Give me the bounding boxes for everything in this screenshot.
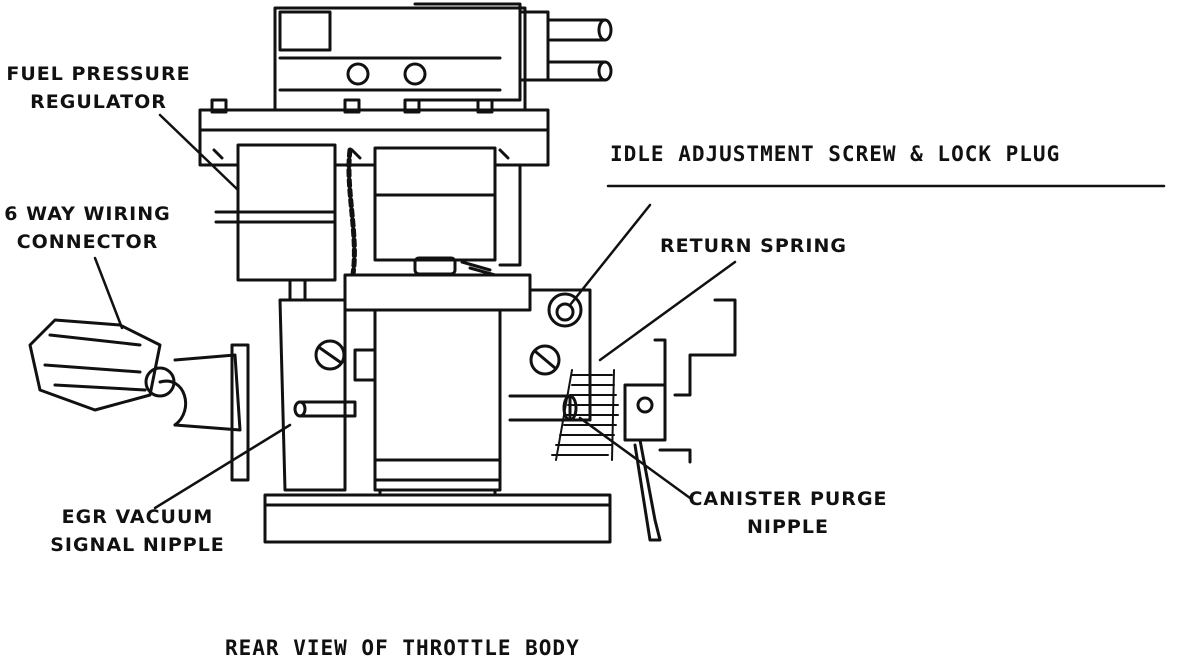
label-fuel-pressure-regulator: FUEL PRESSURE REGULATOR — [6, 60, 191, 116]
wiring-connector — [28, 318, 250, 482]
egr-nipple-drawing — [293, 400, 357, 418]
leader-lines — [93, 113, 1166, 510]
diagram-caption: REAR VIEW OF THROTTLE BODY — [225, 636, 580, 660]
injector-block — [346, 146, 522, 283]
label-line: SIGNAL NIPPLE — [50, 534, 225, 556]
label-egr-vacuum: EGR VACUUM SIGNAL NIPPLE — [40, 503, 235, 559]
label-wiring-connector: 6 WAY WIRING CONNECTOR — [0, 200, 175, 256]
throttle-casting — [278, 273, 592, 517]
label-line: EGR VACUUM — [61, 506, 214, 528]
label-line: CONNECTOR — [16, 231, 159, 253]
label-line: REGULATOR — [30, 91, 167, 113]
label-line: FUEL PRESSURE — [6, 63, 191, 85]
base-flange — [263, 493, 612, 544]
regulator-housing — [273, 2, 550, 112]
label-line: 6 WAY WIRING — [4, 203, 171, 225]
return-spring-coil — [551, 369, 619, 461]
label-idle-adjustment: IDLE ADJUSTMENT SCREW & LOCK PLUG — [610, 142, 1061, 166]
label-return-spring: RETURN SPRING — [660, 235, 847, 257]
label-line: CANISTER PURGE — [688, 488, 888, 510]
label-canister-purge: CANISTER PURGE NIPPLE — [688, 485, 888, 541]
fuel-fittings — [546, 18, 613, 82]
throttle-linkage — [623, 298, 737, 542]
label-line: NIPPLE — [747, 516, 829, 538]
regulator-canister — [214, 143, 337, 302]
